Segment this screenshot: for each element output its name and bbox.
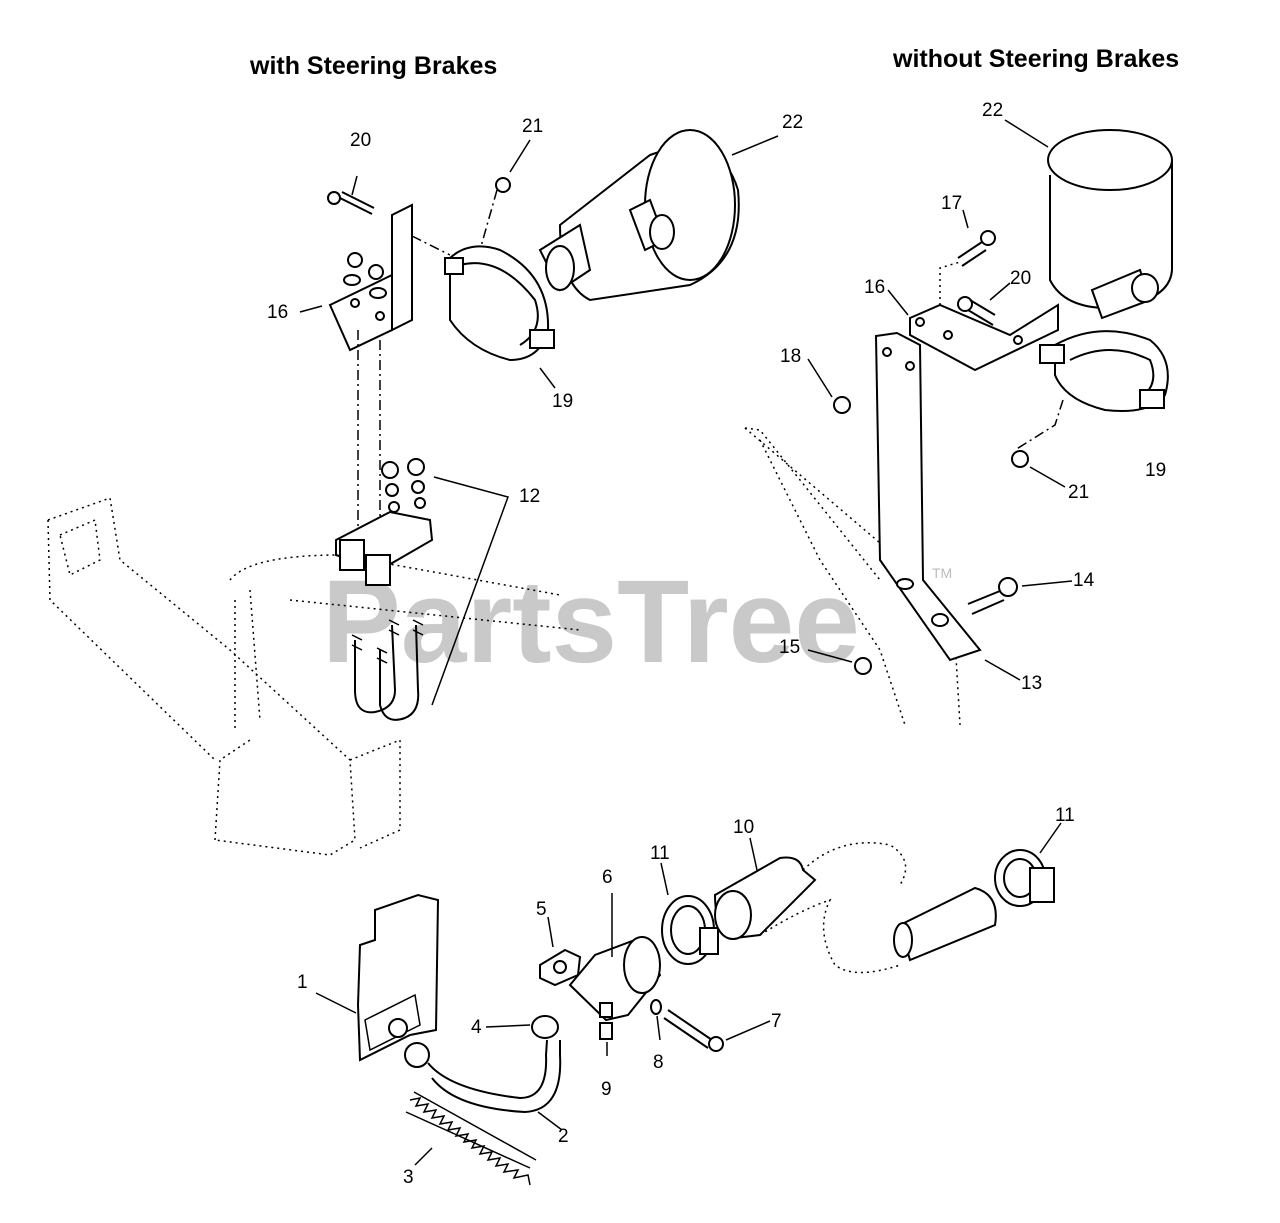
callout-22-right: 22 [982, 100, 1003, 121]
callout-6: 6 [602, 867, 613, 888]
callout-2: 2 [558, 1126, 569, 1147]
callout-7: 7 [771, 1011, 782, 1032]
hose-2 [427, 1039, 562, 1114]
callout-19-left: 19 [552, 391, 573, 412]
heading-with-steering-brakes: with Steering Brakes [250, 52, 498, 80]
callout-18: 18 [780, 346, 801, 367]
clamp-19-right [1014, 330, 1169, 451]
spring-3 [405, 1091, 537, 1186]
callout-8: 8 [653, 1052, 664, 1073]
tube-10-far [893, 886, 997, 962]
callout-15: 15 [779, 637, 800, 658]
callout-10: 10 [733, 817, 754, 838]
clamp-11-right [994, 849, 1055, 907]
bolt-20-right [957, 296, 996, 326]
callout-21-right: 21 [1068, 482, 1089, 503]
bracket-16-right [909, 261, 1059, 372]
callout-4: 4 [471, 1017, 482, 1038]
callout-20-right: 20 [1010, 268, 1031, 289]
nut-21-right [1011, 450, 1029, 468]
plate-1 [356, 893, 440, 1062]
bracket-16-left [328, 203, 413, 352]
callout-5: 5 [536, 899, 547, 920]
air-cleaner-22-left [538, 129, 740, 302]
tube-10 [713, 842, 907, 974]
callout-16-right: 16 [864, 277, 885, 298]
bolt-7 [663, 1009, 724, 1052]
callout-21-left: 21 [522, 116, 543, 137]
washer-8 [650, 999, 662, 1015]
callout-11-left: 11 [650, 843, 670, 864]
nut-15 [854, 657, 872, 675]
bolt-20-left [327, 191, 375, 215]
watermark: PartsTree [322, 556, 860, 688]
callout-22-left: 22 [782, 112, 803, 133]
strap-13 [874, 331, 982, 662]
clamp-11-left [661, 895, 719, 965]
u-bolt-bracket-12 [335, 458, 434, 721]
callout-16-left: 16 [267, 302, 288, 323]
clamp-19-left [444, 245, 555, 362]
callout-1: 1 [297, 972, 308, 993]
hose-clamp-4 [404, 1015, 559, 1068]
bolt-14 [967, 577, 1018, 615]
callout-3: 3 [403, 1167, 414, 1188]
callout-19-right: 19 [1145, 460, 1166, 481]
plug-9 [599, 1022, 613, 1040]
bolt-17 [957, 230, 996, 267]
callout-11-right: 11 [1055, 805, 1075, 826]
elbow-6 [568, 936, 662, 1022]
callout-9: 9 [601, 1079, 612, 1100]
frame-left [47, 496, 581, 856]
watermark-trademark: TM [932, 565, 952, 581]
callout-12: 12 [519, 486, 540, 507]
nut-18 [833, 396, 851, 414]
callout-17: 17 [941, 193, 962, 214]
callout-20-left: 20 [350, 130, 371, 151]
nut-21-left [479, 177, 511, 251]
leader-lines [299, 119, 1073, 1166]
callout-13: 13 [1021, 673, 1042, 694]
callout-14: 14 [1073, 570, 1095, 591]
air-cleaner-22-right [1047, 129, 1173, 320]
heading-without-steering-brakes: without Steering Brakes [893, 45, 1180, 73]
